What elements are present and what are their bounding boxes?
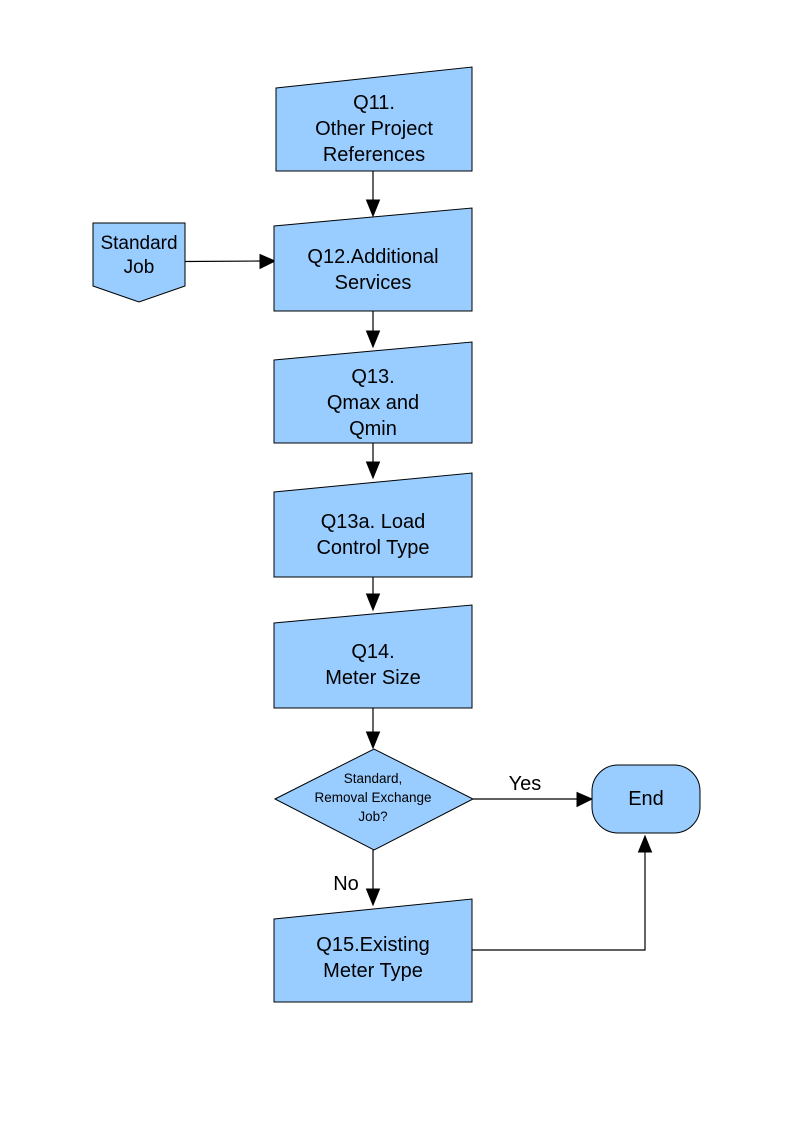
arrowhead-decision-end [576,791,594,808]
q15-node-label: Q15.Existing Meter Type [316,934,430,982]
q14-node-label: Q14. Meter Size [325,641,421,689]
standard-job-node-label: Standard Job [100,233,178,278]
arrowhead-q12-q13 [365,330,381,349]
end-node-shape [591,764,701,834]
q14-node-shape [273,604,473,709]
arrowhead-standardjob-q12 [259,253,277,270]
q12-node-label: Q12.Additional Services [307,246,439,294]
arrowhead-q13a-q14 [365,593,381,612]
connector-standardjob-q12 [184,260,262,263]
connector-q15-end [472,852,646,951]
q13-node-label: Q13. Qmax and Qmin [326,366,420,440]
q11-node-label: Q11. Other Project References [315,92,433,166]
arrowhead-q14-decision [365,731,381,750]
q13a-node-label: Q13a. Load Control Type [316,511,430,559]
no-edge-label: No [333,873,359,895]
q11-node-shape [275,66,473,172]
q13a-node-shape [273,472,473,578]
arrowhead-q11-q12 [365,199,381,218]
yes-edge-label: Yes [508,773,542,795]
decision-node-label: Standard, Removal Exchange Job? [314,771,432,824]
decision-node-shape [273,748,475,851]
arrowhead-q13-q13a [365,461,381,480]
arrowhead-decision-q15 [365,888,381,907]
end-node-label: End [628,788,664,810]
q13-node-shape [273,341,473,444]
standard-job-node-shape [92,222,186,303]
q15-node-shape [273,898,473,1003]
arrowhead-q15-end [637,834,653,853]
q12-node-shape [273,207,473,312]
